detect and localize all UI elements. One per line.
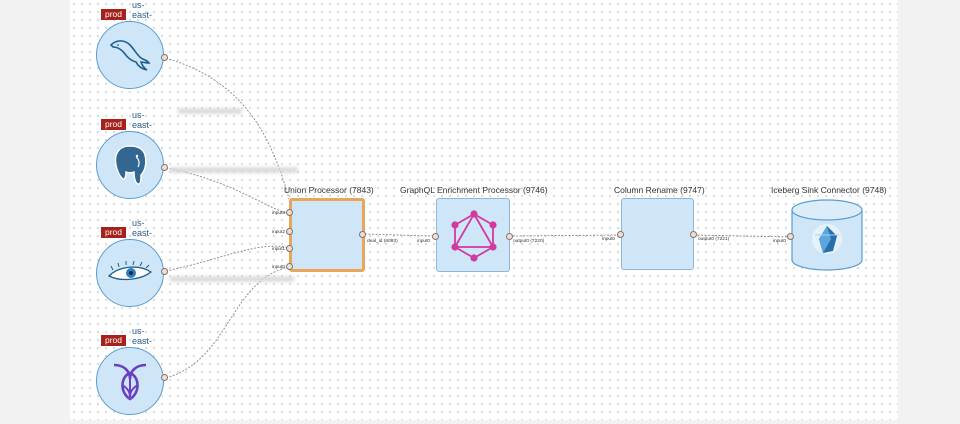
edge-union-graphql	[364, 233, 433, 237]
union-input0-port[interactable]	[286, 263, 293, 270]
source-tags: prod us-east-1	[101, 110, 155, 140]
mysql-dolphin-icon	[96, 21, 164, 89]
graphql-input-port[interactable]	[432, 233, 439, 240]
edge-source2-union	[165, 167, 290, 215]
union-input3-port[interactable]	[286, 209, 293, 216]
source-tags: prod us-east-1	[101, 0, 155, 30]
redacted-edge-label	[178, 108, 242, 114]
union-input1-label: input1	[272, 247, 286, 252]
source-node-mysql[interactable]: prod us-east-1	[75, 0, 168, 98]
redacted-edge-label	[170, 276, 294, 282]
union-processor-title: Union Processor (7843)	[284, 185, 374, 195]
redacted-edge-label	[170, 167, 298, 173]
column-rename-input-port[interactable]	[617, 231, 624, 238]
source-output-port[interactable]	[161, 374, 168, 381]
cockroachdb-icon	[96, 347, 164, 415]
source-node-cockroachdb[interactable]: prod us-east-1	[75, 326, 168, 424]
source-tags: prod us-east-1	[101, 218, 155, 248]
source-output-port[interactable]	[161, 268, 168, 275]
iceberg-sink-input-port[interactable]	[787, 233, 794, 240]
union-input2-port[interactable]	[286, 228, 293, 235]
iceberg-sink-input-label: input0	[773, 239, 787, 244]
env-badge: prod	[101, 227, 127, 238]
union-output-port[interactable]	[359, 231, 366, 238]
iceberg-sink-title: Iceberg Sink Connector (9748)	[771, 185, 887, 195]
union-input3-label: input3	[272, 211, 286, 216]
edge-source4-union	[165, 266, 290, 379]
column-rename-output-label: output0 (7221)	[698, 237, 730, 242]
source-node-postgresql[interactable]: prod us-east-1	[75, 110, 168, 208]
graphql-icon	[451, 210, 497, 262]
union-input1-port[interactable]	[286, 245, 293, 252]
edge-source1-union	[165, 57, 290, 200]
column-rename-output-port[interactable]	[690, 231, 697, 238]
source-node-eye[interactable]: prod us-east-1	[75, 218, 168, 316]
graphql-input-label: input0	[417, 239, 431, 244]
graphql-output-label: output0 (7220)	[513, 239, 545, 244]
iceberg-icon	[812, 224, 842, 254]
source-output-port[interactable]	[161, 54, 168, 61]
graphql-processor-title: GraphQL Enrichment Processor (9746)	[400, 185, 548, 195]
source-output-port[interactable]	[161, 164, 168, 171]
env-badge: prod	[101, 9, 127, 20]
column-rename-node[interactable]	[621, 198, 694, 270]
env-badge: prod	[101, 119, 127, 130]
iceberg-sink-node[interactable]	[791, 199, 863, 273]
graphql-processor-node[interactable]	[436, 198, 510, 272]
column-rename-title: Column Rename (9747)	[614, 185, 705, 195]
postgresql-elephant-icon	[96, 131, 164, 199]
source-tags: prod us-east-1	[101, 326, 155, 356]
union-processor-node[interactable]	[289, 198, 365, 272]
eye-icon	[96, 239, 164, 307]
union-output-label: deal_id (6093)	[367, 239, 398, 244]
env-badge: prod	[101, 335, 127, 346]
edge-source3-union	[165, 245, 290, 272]
graphql-output-port[interactable]	[506, 233, 513, 240]
union-input0-label: input0	[272, 265, 286, 270]
column-rename-input-label: input0	[602, 237, 616, 242]
edge-graphql-rename	[508, 234, 622, 237]
union-input2-label: input2	[272, 230, 286, 235]
